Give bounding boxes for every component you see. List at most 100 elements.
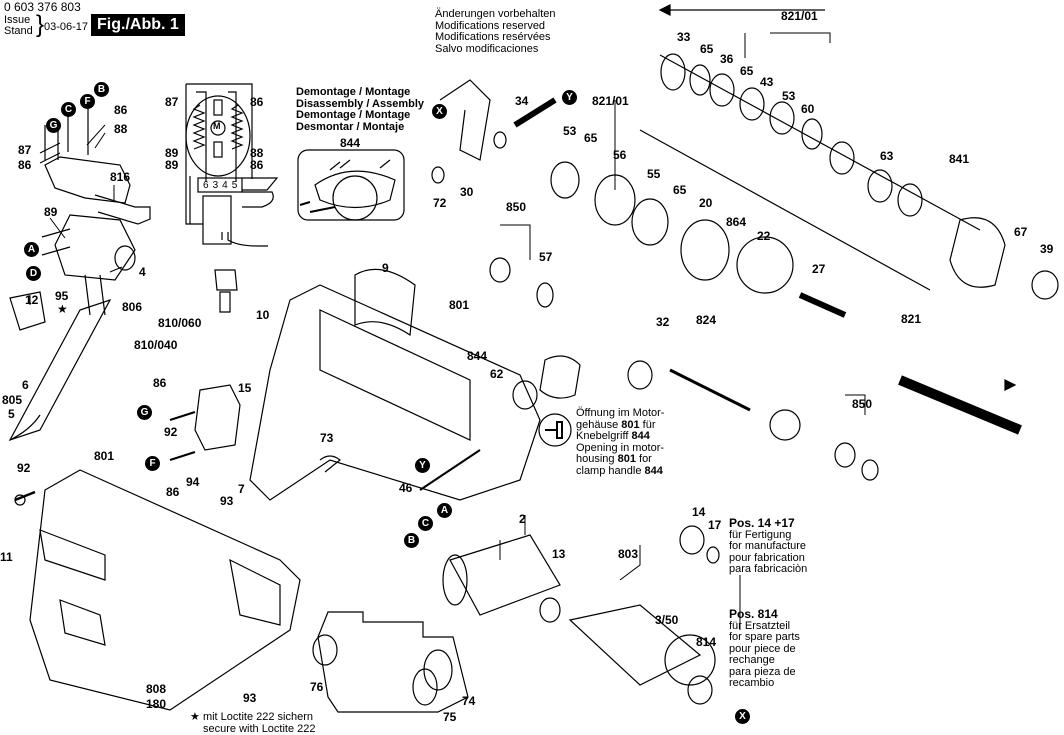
part-label: 850 [506,200,527,214]
part-label: 74 [462,694,476,708]
note-line: pour piece de [729,642,796,655]
part-label: 46 [399,481,413,495]
part-label: 864 [726,215,747,229]
terminal-label: 4 [222,180,232,191]
part-label: 43 [760,75,774,89]
note-line: rechange [729,654,775,666]
connection-marker-x: X [432,104,447,119]
motor-symbol: M [213,121,221,131]
notice-line: Salvo modificaciones [435,42,539,55]
disassembly-line: Disassembly / Assembly [296,97,424,110]
part-label: 801 [449,298,470,312]
opening-note-line: gehäuse 801 für [576,418,656,431]
part-label: 33 [677,30,691,44]
part-label: 87 [165,95,179,109]
part-label: 821 [901,312,922,326]
motor-housing-center [249,268,581,501]
wiring-diagram [185,83,279,247]
part-label: 20 [699,196,713,210]
part-label: 62 [490,367,504,381]
note-line: for manufacture [729,540,807,552]
disassembly-line: Demontage / Montage [296,86,411,98]
part-label: 76 [310,680,324,694]
pos-14-17-note: Pos. 14 +17 für Fertigung for manufactur… [729,516,807,576]
part-label: 86 [250,158,264,172]
part-label: 53 [563,124,577,138]
disassembly-heading: Demontage / Montage Disassembly / Assemb… [296,86,424,133]
part-label: 4 [139,265,146,279]
part-label: 824 [696,313,717,327]
part-label: 9 [382,261,389,275]
part-label: 180 [146,697,167,711]
connection-marker-d: D [26,266,41,281]
part-label: 22 [757,229,771,243]
part-label: 821/01 [592,94,629,108]
part-label: 87 [18,143,32,157]
connection-marker-b: B [94,82,109,97]
part-label: 805 [2,393,23,407]
part-label: 65 [584,131,598,145]
part-label: 88 [114,122,128,136]
disassembly-line: Demontage / Montage [296,109,411,121]
wiring-terminals: 6345 [203,180,241,191]
part-label: 808 [146,682,167,696]
part-label: 89 [165,158,179,172]
part-label: 86 [153,376,167,390]
part-label: 844 [467,349,488,363]
disassembly-part-label: 844 [340,136,361,150]
part-label: 821/01 [781,9,818,23]
connection-marker-c2: C [418,516,433,531]
part-label: 816 [110,170,131,184]
pos-14-17-title: Pos. 14 +17 [729,516,795,530]
part-label: 93 [243,691,257,705]
connection-marker-y2: Y [415,458,430,473]
part-label: 12 [25,293,39,307]
loctite-line: ★ mit Loctite 222 sichern [190,711,313,723]
note-line: for spare parts [729,631,800,643]
modifications-notice: Änderungen vorbehalten Modifications res… [435,8,555,55]
connection-marker-g2: G [137,405,152,420]
connection-marker-f: F [80,94,95,109]
part-label: 27 [812,262,826,276]
connection-marker-a2: A [437,503,452,518]
part-label: 7 [238,482,245,496]
drawing-part-number: 0 603 376 803 [4,0,81,14]
connection-marker-x2: X [735,709,750,724]
opening-note-line: housing 801 for [576,453,652,465]
leader-lines [29,32,866,630]
part-label: 810/060 [158,316,202,330]
part-label: 86 [18,158,32,172]
part-label: 57 [539,250,553,264]
part-label: 75 [443,710,457,724]
part-label: 15 [238,381,252,395]
part-label: 92 [17,461,31,475]
part-label: 63 [880,149,894,163]
part-label: 13 [552,547,566,561]
connection-marker-f2: F [145,456,160,471]
terminal-label: 3 [212,180,223,191]
connection-marker-c: C [61,102,76,117]
part-label: 6 [22,378,29,392]
stand-label: Stand [4,25,33,37]
part-label: 39 [1040,242,1054,256]
part-label: 11 [0,550,13,564]
terminal-label: 6 [203,180,213,191]
notice-line: Modifications resérvées [435,31,551,43]
part-label: 803 [618,547,639,561]
part-label: 3/50 [655,613,679,627]
part-label: 92 [164,425,178,439]
part-label: 841 [949,152,970,166]
star-icon: ★ [57,302,68,316]
part-label: 34 [515,94,529,108]
part-label: 95 [55,289,69,303]
part-label: 806 [122,300,143,314]
part-label: 801 [94,449,115,463]
part-label: 850 [852,397,873,411]
part-label: 94 [186,475,200,489]
gaskets [312,611,469,713]
brace-glyph: } [36,11,45,38]
issue-stand-label: Issue Stand [4,15,33,37]
figure-label: Fig./Abb. 1 [91,14,185,36]
part-label: 17 [708,518,722,532]
